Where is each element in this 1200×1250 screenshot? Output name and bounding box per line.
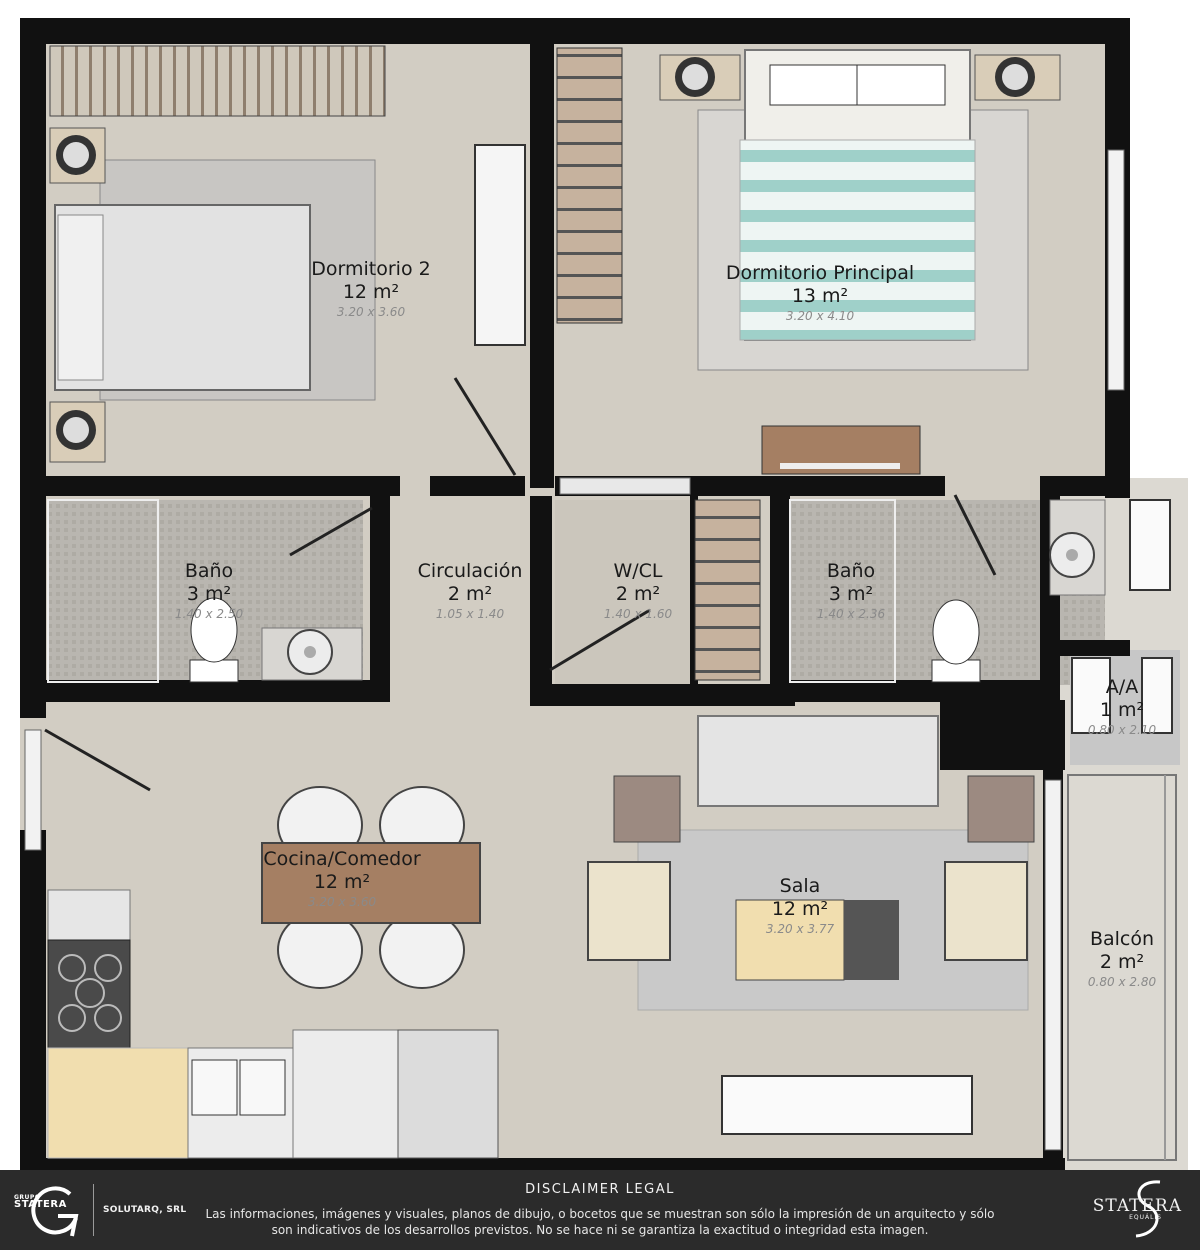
kitchen-dining-furniture: [47, 786, 499, 1159]
room-label-cocina-comedor: Cocina/Comedor 12 m² 3.20 x 3.60: [263, 848, 420, 910]
disclaimer-title: DISCLAIMER LEGAL: [525, 1182, 675, 1197]
statera-equalis-brand: STATERA EQUÁLIS: [1093, 1196, 1182, 1221]
statera-equalis-logo-icon: [1135, 1180, 1161, 1238]
room-area: 13 m²: [791, 285, 849, 307]
brand-name: STATERA: [14, 1199, 67, 1210]
nightstand-lamp-icon: [49, 127, 106, 184]
room-name: Balcón: [1089, 928, 1155, 950]
room-label-balcon: Balcón 2 m² 0.80 x 2.80: [1088, 928, 1156, 990]
room-dimensions: 0.80 x 2.10: [1087, 723, 1157, 737]
room-dimensions: 1.40 x 2.50: [174, 607, 244, 621]
brand-subtitle: EQUÁLIS: [1129, 1214, 1162, 1221]
room-dimensions: 1.40 x 1.60: [603, 607, 673, 621]
room-area: 1 m²: [1099, 699, 1145, 721]
room-label-dormitorio-principal: Dormitorio Principal 13 m² 3.20 x 4.10: [726, 262, 914, 324]
room-name: A/A: [1105, 676, 1139, 698]
wcl-shelves: [694, 499, 761, 681]
stove-icon: [47, 939, 131, 1049]
aa-units-icon: [1071, 499, 1173, 734]
legal-footer: GRUPO STATERA SOLUTARQ, SRL DISCLAIMER L…: [0, 1170, 1200, 1250]
dining-table: [261, 842, 481, 924]
room-area: 12 m²: [342, 281, 400, 303]
footer-divider: [93, 1184, 94, 1236]
room-dimensions: 3.20 x 3.60: [336, 305, 406, 319]
toilet-icon: [931, 599, 981, 683]
room-area: 2 m²: [447, 583, 493, 605]
room-dimensions: 3.20 x 3.60: [307, 895, 377, 909]
room-area: 3 m²: [186, 583, 232, 605]
brand-group-label: GRUPO: [14, 1194, 41, 1201]
room-area: 12 m²: [313, 871, 371, 893]
armchair: [587, 861, 671, 961]
bano-2-fixtures: [789, 499, 1106, 683]
room-label-wcl: W/CL 2 m² 1.40 x 1.60: [604, 560, 672, 622]
room-label-bano-1: Baño 3 m² 1.40 x 2.50: [175, 560, 243, 622]
room-area: 2 m²: [1099, 951, 1145, 973]
bano-1-fixtures: [47, 499, 363, 683]
double-sink-icon: [191, 1059, 286, 1116]
room-area: 12 m²: [771, 898, 829, 920]
windows: [24, 149, 1125, 1151]
walls: [20, 18, 1130, 1170]
floor-plan: [20, 18, 1188, 1170]
room-label-dormitorio-2: Dormitorio 2 12 m² 3.20 x 3.60: [311, 258, 430, 320]
balcony-railing: [1067, 774, 1177, 1161]
grupo-statera-logo-icon: [31, 1186, 79, 1237]
room-area: 3 m²: [828, 583, 874, 605]
room-name: Baño: [826, 560, 876, 582]
room-label-circulacion: Circulación 2 m² 1.05 x 1.40: [418, 560, 523, 622]
company-name: SOLUTARQ, SRL: [103, 1205, 187, 1215]
toilet-icon: [189, 597, 239, 683]
dormitorio-2-furniture: [49, 45, 526, 463]
room-name: Cocina/Comedor: [263, 848, 421, 870]
room-name: Dormitorio Principal: [725, 262, 915, 284]
door-swings: [44, 377, 997, 792]
tv-console: [721, 1075, 973, 1135]
room-label-bano-2: Baño 3 m² 1.40 x 2.36: [817, 560, 885, 622]
grupo-statera-brand: GRUPO STATERA: [14, 1194, 67, 1210]
sink-icon: [287, 629, 333, 675]
room-name: Sala: [779, 875, 821, 897]
room-dimensions: 1.05 x 1.40: [435, 607, 505, 621]
room-name: Dormitorio 2: [311, 258, 431, 280]
nightstand-lamp-icon: [49, 401, 106, 463]
nightstand-lamp-icon: [659, 54, 741, 101]
room-area: 2 m²: [615, 583, 661, 605]
room-dimensions: 0.80 x 2.80: [1087, 975, 1157, 989]
nightstand-lamp-icon: [974, 54, 1061, 101]
living-room-furniture: [587, 715, 1035, 1135]
sink-icon: [1049, 532, 1095, 578]
room-label-aa: A/A 1 m² 0.80 x 2.10: [1088, 676, 1156, 738]
room-name: W/CL: [613, 560, 663, 582]
room-dimensions: 3.20 x 3.77: [765, 922, 835, 936]
room-dimensions: 3.20 x 4.10: [785, 309, 855, 323]
dormitorio-principal-furniture: [556, 47, 1061, 475]
room-name: Circulación: [417, 560, 523, 582]
disclaimer-text: Las informaciones, imágenes y visuales, …: [205, 1207, 995, 1237]
room-dimensions: 1.40 x 2.36: [816, 607, 886, 621]
sofa: [697, 715, 939, 807]
brand-name: STATERA: [1092, 1196, 1182, 1216]
room-label-sala: Sala 12 m² 3.20 x 3.77: [766, 875, 834, 937]
armchair: [944, 861, 1028, 961]
room-name: Baño: [184, 560, 234, 582]
